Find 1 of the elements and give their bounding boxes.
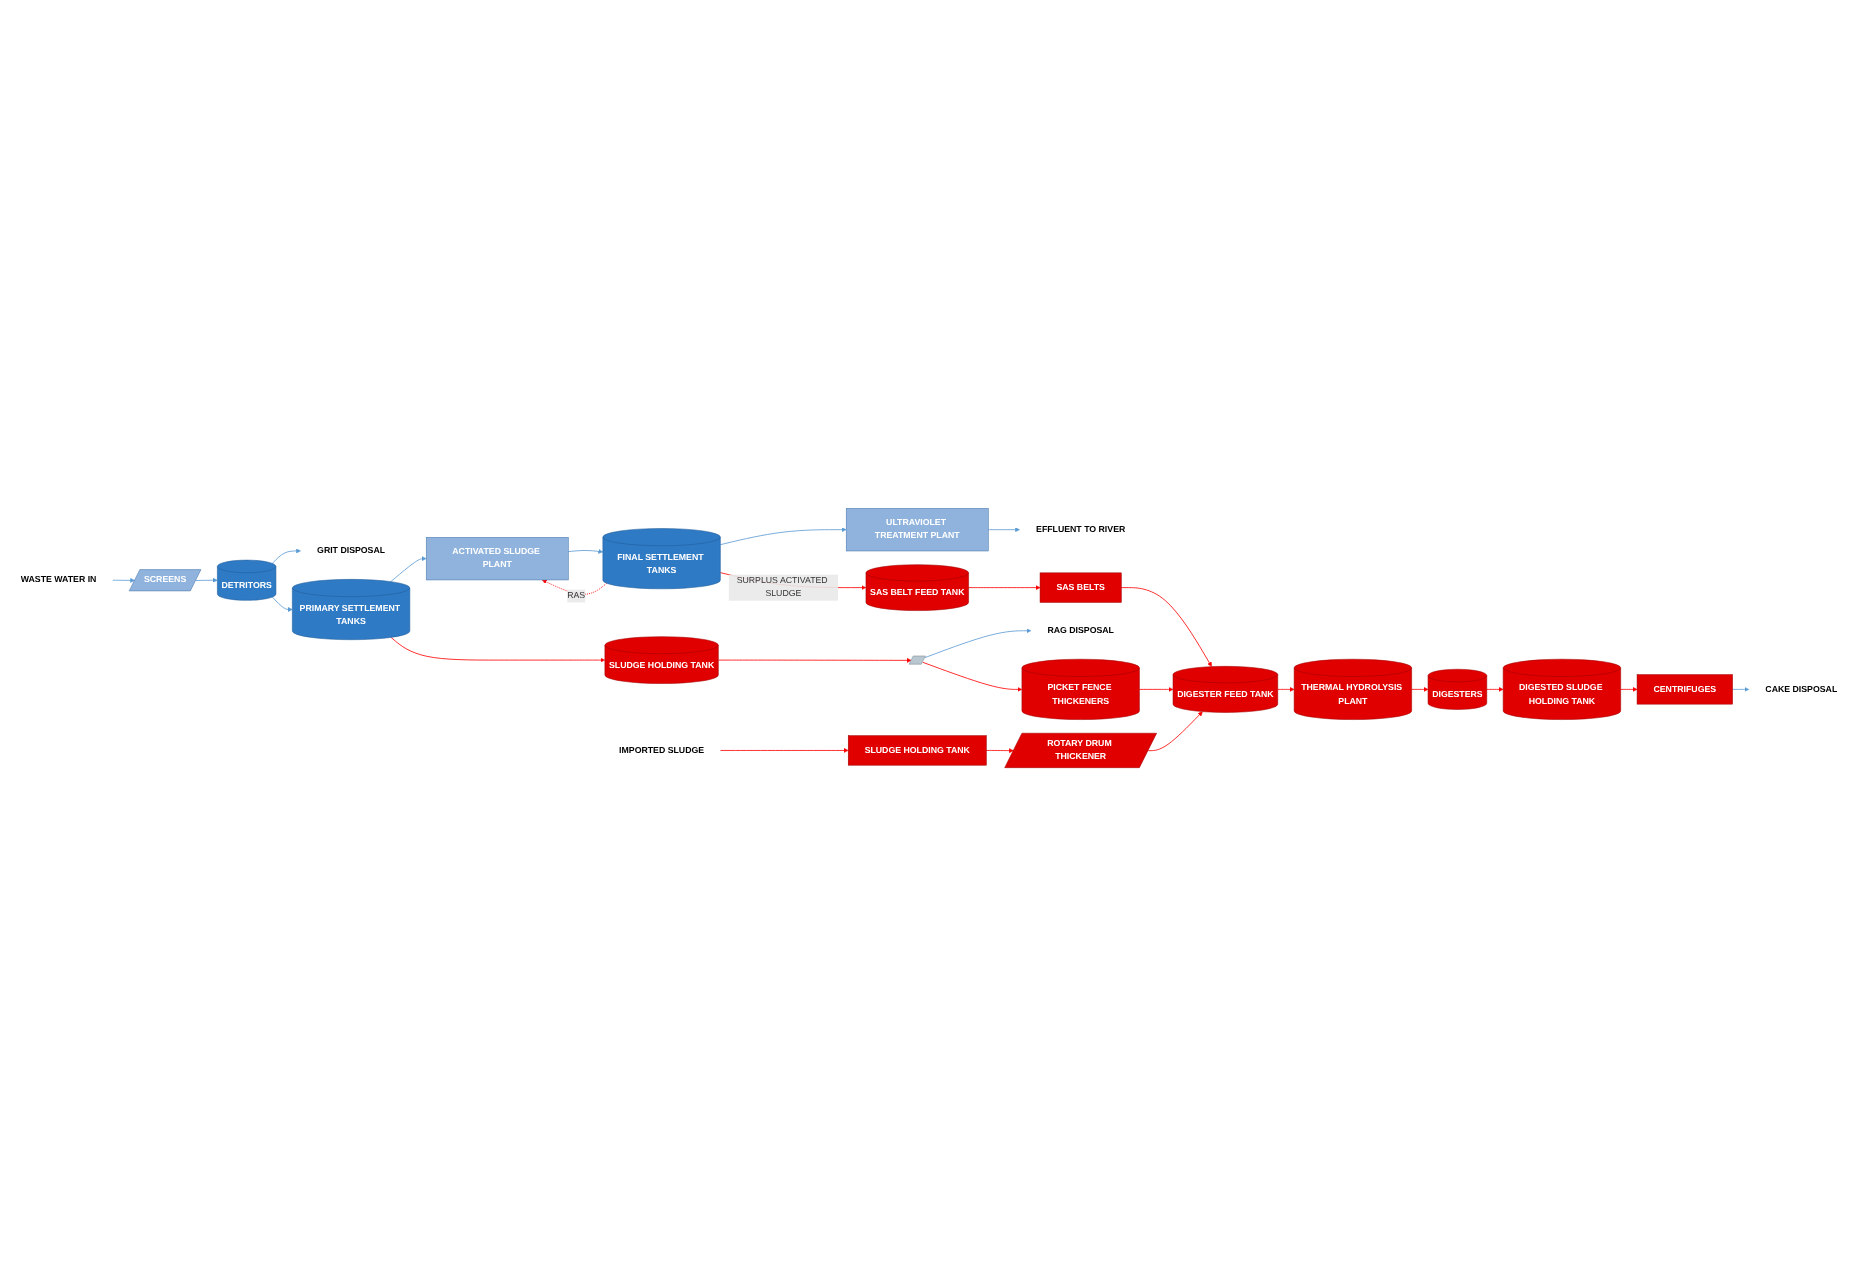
node-parallelogram — [908, 655, 926, 665]
